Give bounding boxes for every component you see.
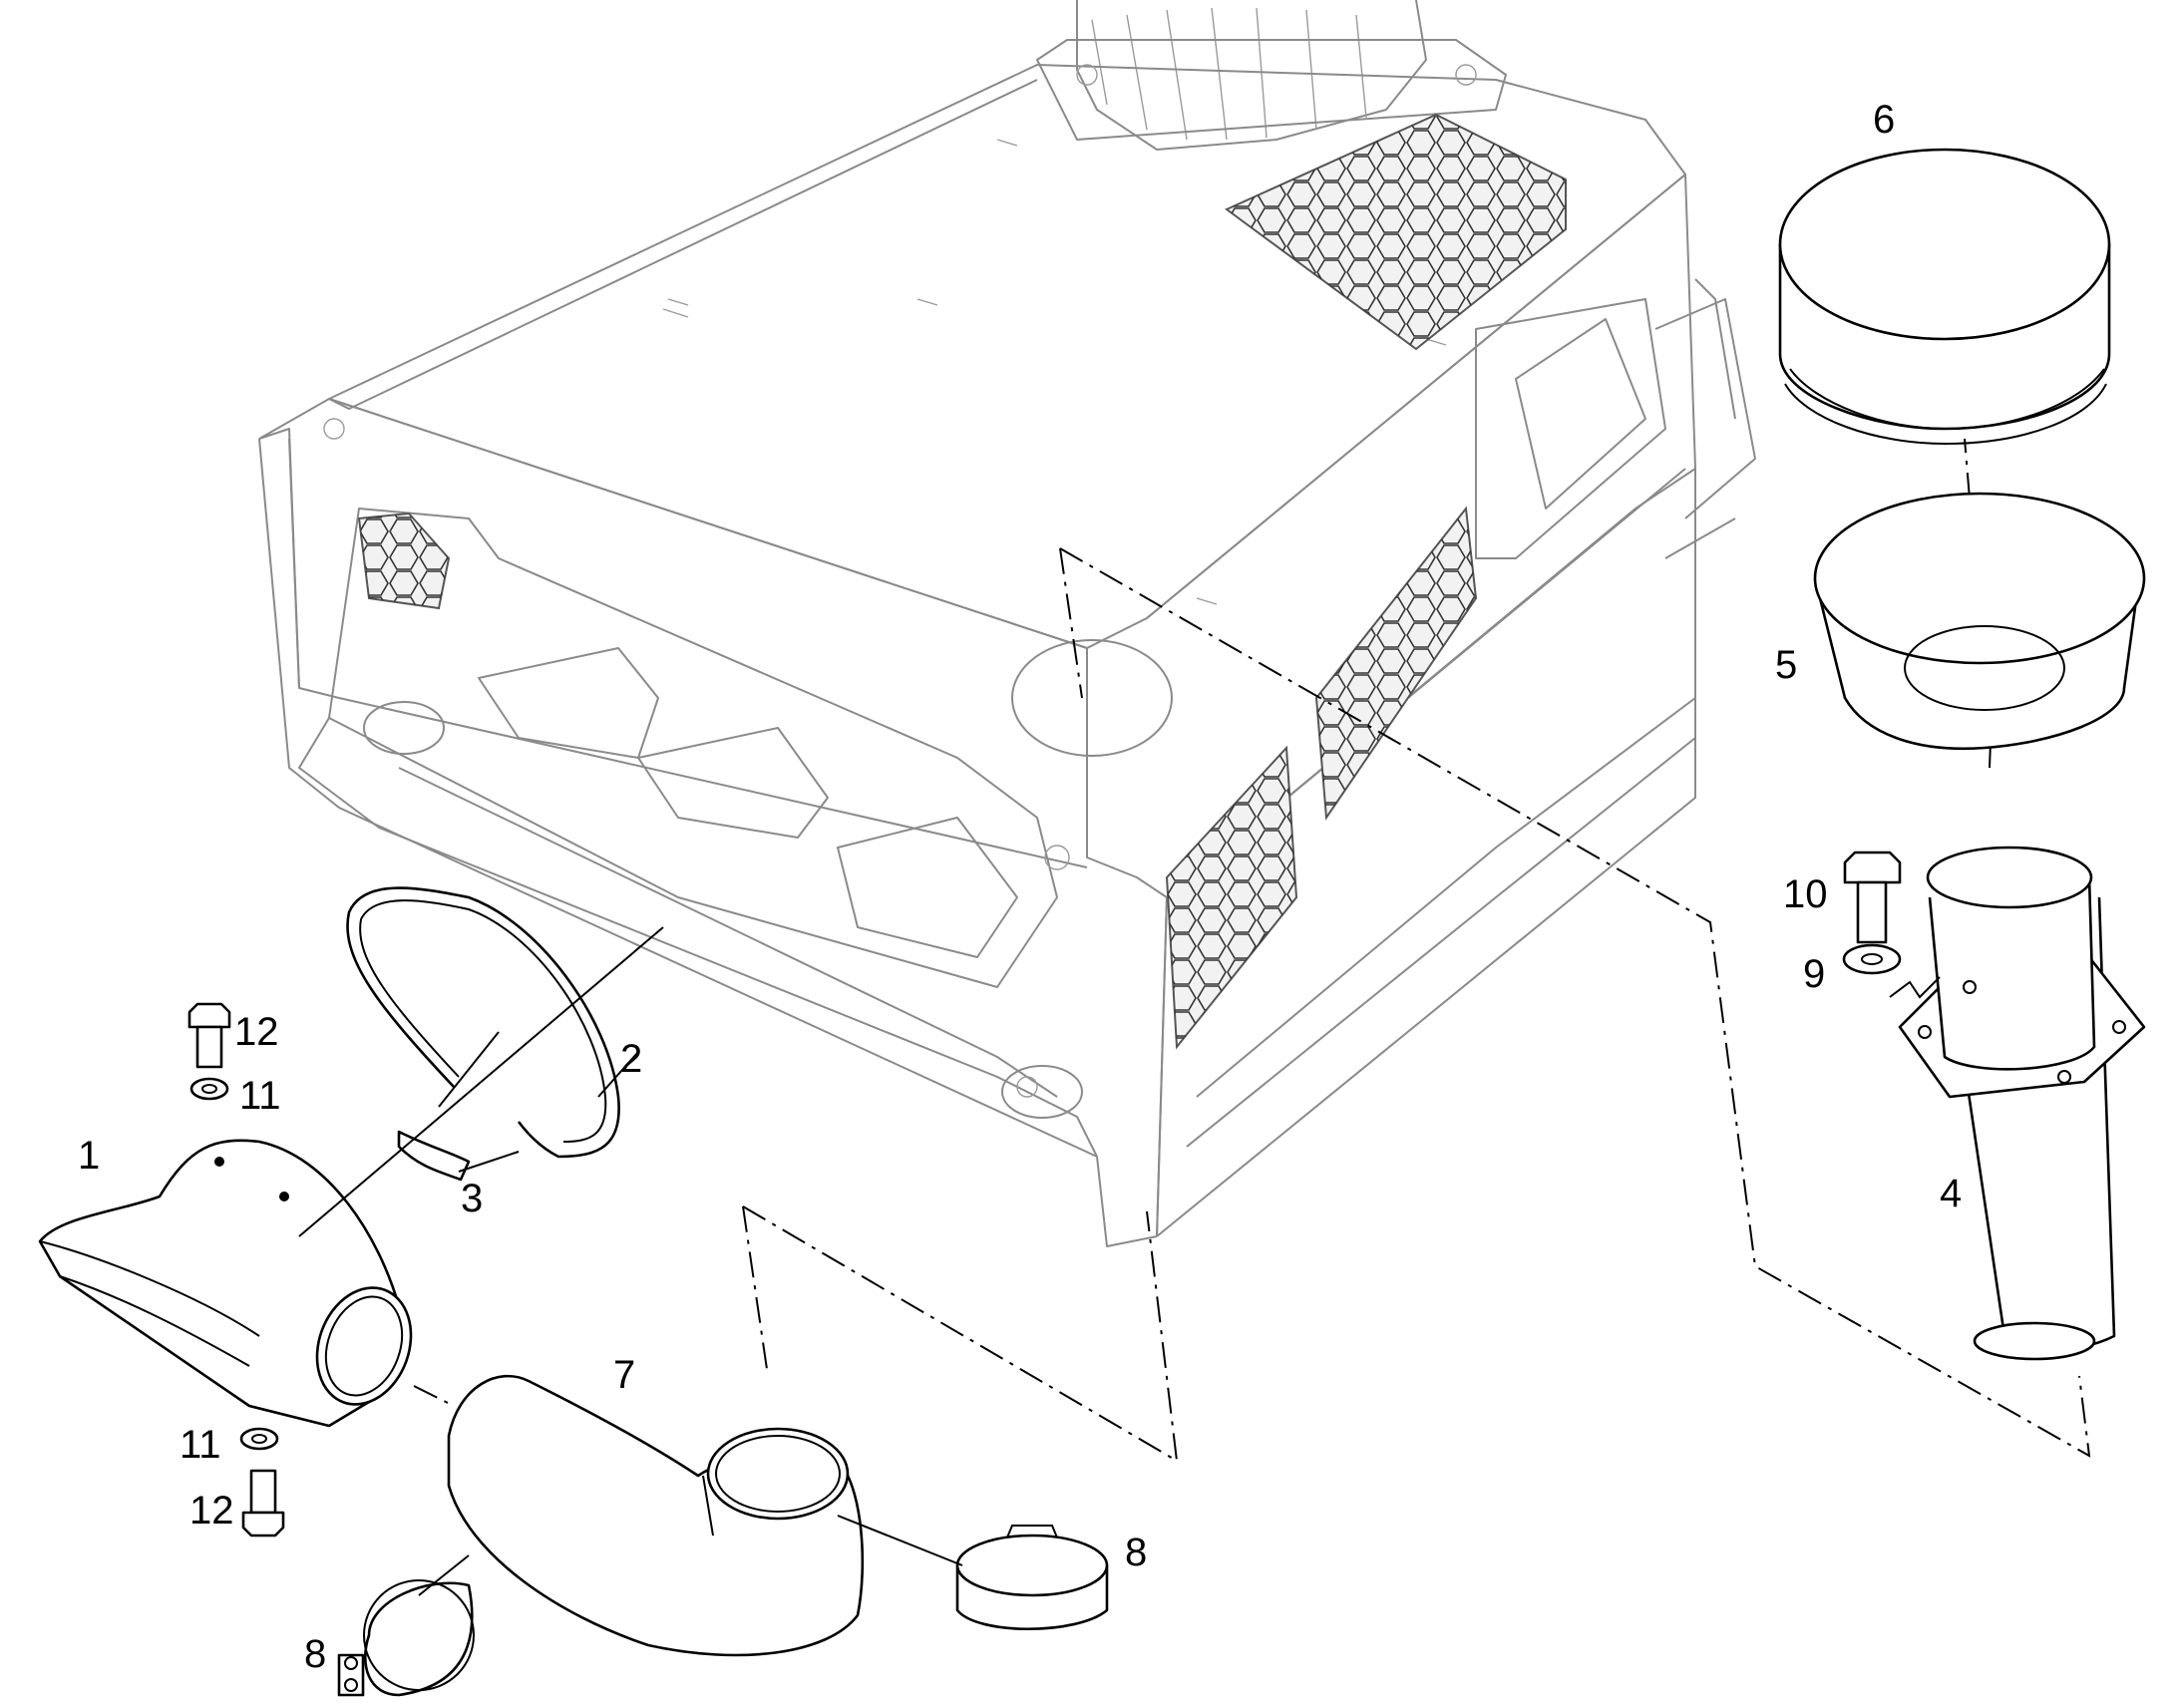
part-9-washer (1842, 943, 1902, 975)
part-11-washer-bottom (239, 1427, 279, 1451)
side-grille-lower (1165, 745, 1298, 1050)
part-3-clip (397, 1130, 471, 1182)
callout-1: 1 (78, 1134, 100, 1178)
callout-3: 3 (461, 1177, 483, 1220)
top-grille (1225, 113, 1567, 351)
left-rear-grille (357, 512, 451, 610)
callout-8-right: 8 (1125, 1531, 1147, 1574)
callout-11-top: 11 (239, 1074, 281, 1118)
machine-frame (258, 0, 1756, 1247)
callout-2: 2 (620, 1037, 642, 1081)
part-11-washer-top (189, 1077, 229, 1101)
callout-12-bottom: 12 (189, 1489, 234, 1533)
callout-9: 9 (1803, 952, 1825, 996)
part-8-clamp-right (955, 1525, 1109, 1631)
part-12-bolt-top (187, 1002, 231, 1069)
callout-11-bottom: 11 (180, 1423, 221, 1467)
side-grille-upper (1314, 506, 1478, 821)
callout-7: 7 (613, 1353, 635, 1397)
part-12-bolt-bottom (241, 1469, 285, 1537)
part-9-leader (1889, 976, 1941, 999)
part-10-bolt (1843, 851, 1902, 944)
part-4-intake-pipe (1898, 846, 2146, 1361)
part-7-elbow-hose (447, 1374, 865, 1657)
callout-5: 5 (1775, 643, 1797, 687)
part-8-clamp-left (337, 1579, 475, 1697)
callout-6: 6 (1873, 98, 1895, 142)
leader-lines (298, 926, 963, 1596)
part-1-hood (38, 1139, 413, 1428)
part-5-filter-bowl (1813, 492, 2146, 751)
part-2-gasket (346, 886, 620, 1159)
callout-12-top: 12 (234, 1010, 279, 1054)
part-6-filter-cover (1778, 148, 2111, 446)
callout-4: 4 (1940, 1172, 1962, 1215)
callouts: 1 2 3 4 5 6 7 8 8 9 10 11 11 12 12 (78, 98, 1962, 1676)
callout-10: 10 (1783, 872, 1828, 916)
callout-8-left: 8 (304, 1632, 326, 1676)
